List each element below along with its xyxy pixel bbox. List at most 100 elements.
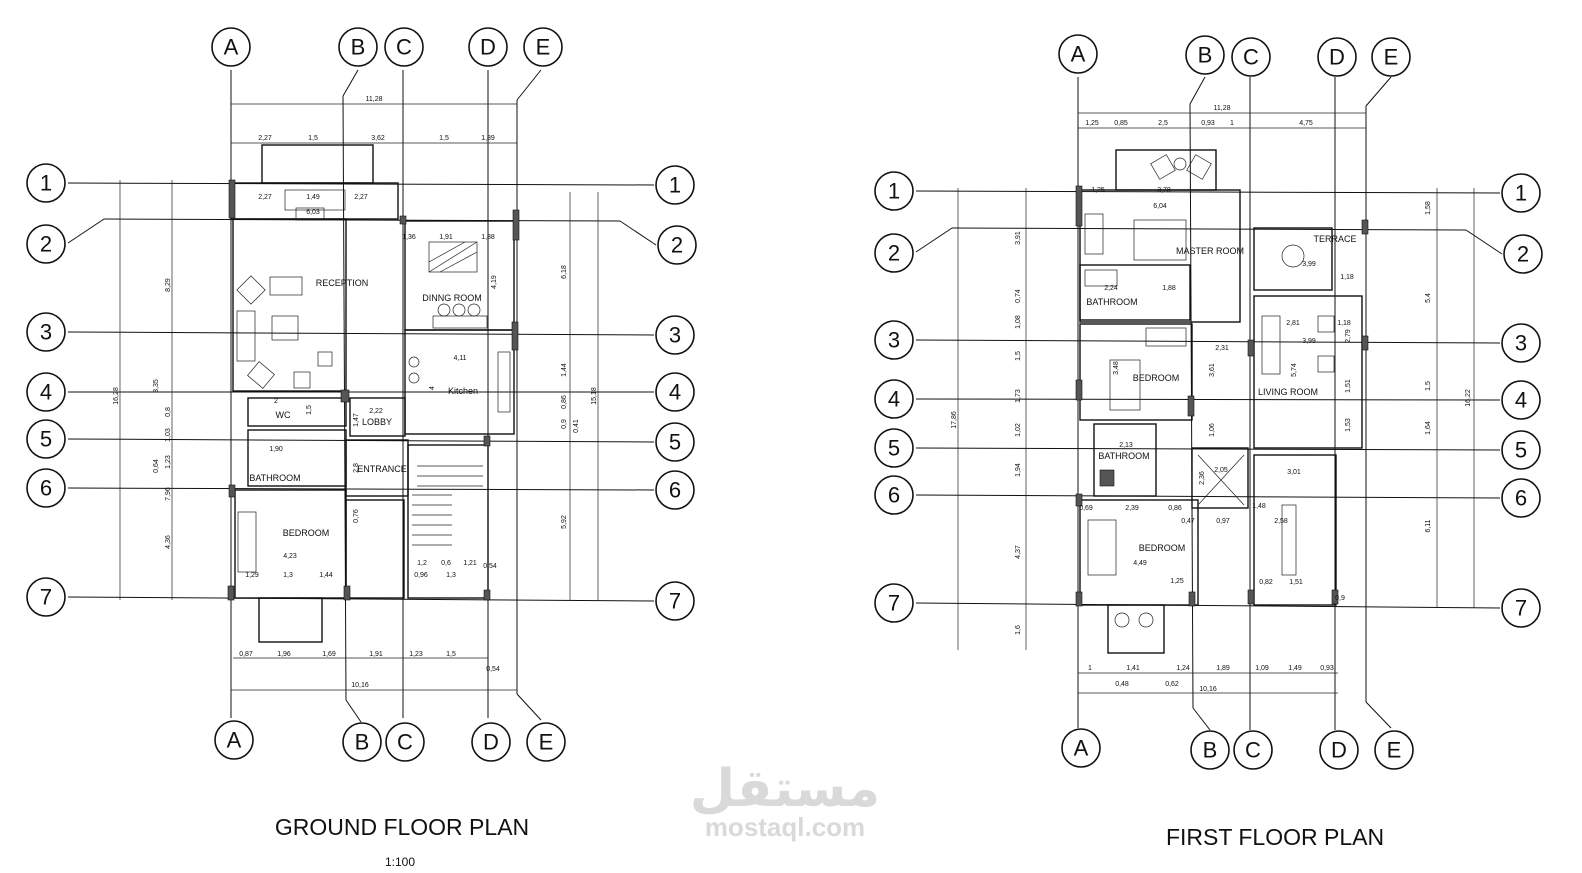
row-label-7: 7 bbox=[1515, 596, 1527, 621]
dim-text: 2,5 bbox=[1158, 120, 1168, 127]
row-label-6: 6 bbox=[669, 478, 681, 503]
first-dimension-texts: 11,28 1,25 0,85 2,5 0,93 1 4,75 1,25 3,7… bbox=[951, 105, 1472, 693]
dim-text: 1,69 bbox=[322, 651, 336, 658]
row-label-1: 1 bbox=[888, 179, 900, 204]
dim-text: 3,62 bbox=[371, 135, 385, 142]
axis-label-e: E bbox=[536, 35, 551, 60]
dim-text: 0,9 bbox=[561, 419, 568, 429]
dim-text: 1,89 bbox=[1216, 665, 1230, 672]
row-label-7: 7 bbox=[888, 591, 900, 616]
axis-label-b: B bbox=[1198, 43, 1213, 68]
dim-text: 6,18 bbox=[561, 265, 568, 279]
dim-text: 1,51 bbox=[1345, 379, 1352, 393]
row-label-6: 6 bbox=[40, 476, 52, 501]
row-label-4: 4 bbox=[40, 380, 52, 405]
row-label-5: 5 bbox=[669, 430, 681, 455]
dim-text: 4,75 bbox=[1299, 120, 1313, 127]
dim-text: 1,5 bbox=[308, 135, 318, 142]
dim-text: 5,92 bbox=[561, 515, 568, 529]
dim-text: 1,06 bbox=[1209, 423, 1216, 437]
dim-text: 1,96 bbox=[277, 651, 291, 658]
row-label-3: 3 bbox=[1515, 331, 1527, 356]
dim-text: 0,86 bbox=[561, 395, 568, 409]
dim-text: 1,47 bbox=[353, 413, 360, 427]
first-walls bbox=[1075, 149, 1369, 654]
dim-text: 1,18 bbox=[1337, 320, 1351, 327]
dim-text: 0,96 bbox=[414, 572, 428, 579]
dim-text: 0,54 bbox=[483, 563, 497, 570]
dim-text: 1,58 bbox=[1425, 201, 1432, 215]
dim-text: 3,99 bbox=[1302, 338, 1316, 345]
dim-text: 2,27 bbox=[354, 194, 368, 201]
axis-label-d: D bbox=[1329, 45, 1345, 70]
ground-floor-scale: 1:100 bbox=[385, 855, 415, 868]
row-label-7: 7 bbox=[40, 585, 52, 610]
ground-horizontal-axes bbox=[67, 182, 657, 602]
dim-text: 3,01 bbox=[1287, 469, 1301, 476]
room-label-living: LIVING ROOM bbox=[1258, 387, 1318, 397]
dim-text: 0,97 bbox=[1216, 518, 1230, 525]
dim-text: 4,19 bbox=[491, 275, 498, 289]
row-label-1: 1 bbox=[669, 173, 681, 198]
dim-text: 17,86 bbox=[951, 411, 958, 429]
dim-text: 3,35 bbox=[153, 379, 160, 393]
dim-text: 0,6 bbox=[441, 560, 451, 567]
row-label-3: 3 bbox=[40, 320, 52, 345]
dim-text: 1,29 bbox=[245, 572, 259, 579]
dim-text: 16,22 bbox=[1465, 389, 1472, 407]
dim-text: 3,61 bbox=[1209, 363, 1216, 377]
dim-text: 4,36 bbox=[165, 535, 172, 549]
room-label-bathroom: BATHROOM bbox=[1086, 297, 1137, 307]
axis-label-b: B bbox=[351, 35, 366, 60]
ground-walls bbox=[227, 144, 520, 643]
row-label-2: 2 bbox=[888, 241, 900, 266]
room-label-bathroom: BATHROOM bbox=[1098, 451, 1149, 461]
dim-text: 2,05 bbox=[1214, 467, 1228, 474]
dim-text: 6,04 bbox=[1153, 203, 1167, 210]
dim-text: 2 bbox=[274, 398, 278, 405]
dim-text: 1,25 bbox=[1170, 578, 1184, 585]
row-label-2: 2 bbox=[1517, 242, 1529, 267]
dim-text: 15,18 bbox=[591, 387, 598, 405]
room-label-terrace: TERRACE bbox=[1313, 234, 1356, 244]
room-label-dining: DINNG ROOM bbox=[422, 293, 482, 303]
dim-text: 2,13 bbox=[1119, 442, 1133, 449]
row-label-4: 4 bbox=[888, 387, 900, 412]
ground-vertical-axes bbox=[230, 69, 542, 723]
dim-text: 6,11 bbox=[1425, 519, 1432, 532]
dim-text: 2,22 bbox=[369, 408, 383, 415]
dim-text: 3,99 bbox=[1302, 261, 1316, 268]
dim-text: 2,31 bbox=[1215, 345, 1229, 352]
row-label-1: 1 bbox=[40, 171, 52, 196]
axis-label-d: D bbox=[483, 730, 499, 755]
first-dimension-lines bbox=[957, 112, 1475, 694]
dim-text: 1,5 bbox=[439, 135, 449, 142]
dim-text: 1,49 bbox=[306, 194, 320, 201]
row-label-2: 2 bbox=[40, 232, 52, 257]
dim-text: 1,23 bbox=[409, 651, 423, 658]
row-label-3: 3 bbox=[888, 328, 900, 353]
dim-text: 0,47 bbox=[1181, 518, 1195, 525]
row-label-6: 6 bbox=[1515, 486, 1527, 511]
dim-text: 0,69 bbox=[1079, 505, 1093, 512]
dim-text: 2,58 bbox=[1274, 518, 1288, 525]
dim-text: 10,16 bbox=[351, 682, 369, 689]
row-label-2: 2 bbox=[671, 233, 683, 258]
dim-text: 0,93 bbox=[1201, 120, 1215, 127]
first-vertical-axes bbox=[1077, 76, 1392, 731]
dim-text: 1,5 bbox=[446, 651, 456, 658]
ground-room-labels: RECEPTION DINNG ROOM Kitchen WC LOBBY BA… bbox=[249, 278, 481, 538]
room-label-bedroom: BEDROOM bbox=[1139, 543, 1186, 553]
mostaql-watermark: مستقل mostaql.com bbox=[690, 759, 880, 842]
dim-text: 1,24 bbox=[1176, 665, 1190, 672]
ground-floor-plan: A B C D E A B C D E 1 2 3 4 5 6 7 1 2 bbox=[26, 27, 697, 869]
dim-text: 0,8 bbox=[165, 407, 172, 417]
dim-text: 1,3 bbox=[283, 572, 293, 579]
axis-label-c: C bbox=[397, 730, 413, 755]
ground-axis-bubbles-bottom: A B C D E bbox=[214, 720, 566, 762]
axis-label-a: A bbox=[227, 728, 242, 753]
dim-text: 1,5 bbox=[306, 405, 313, 415]
axis-label-b: B bbox=[1203, 738, 1218, 763]
dim-text: 0,86 bbox=[1168, 505, 1182, 512]
dim-text: 16,28 bbox=[113, 387, 120, 405]
